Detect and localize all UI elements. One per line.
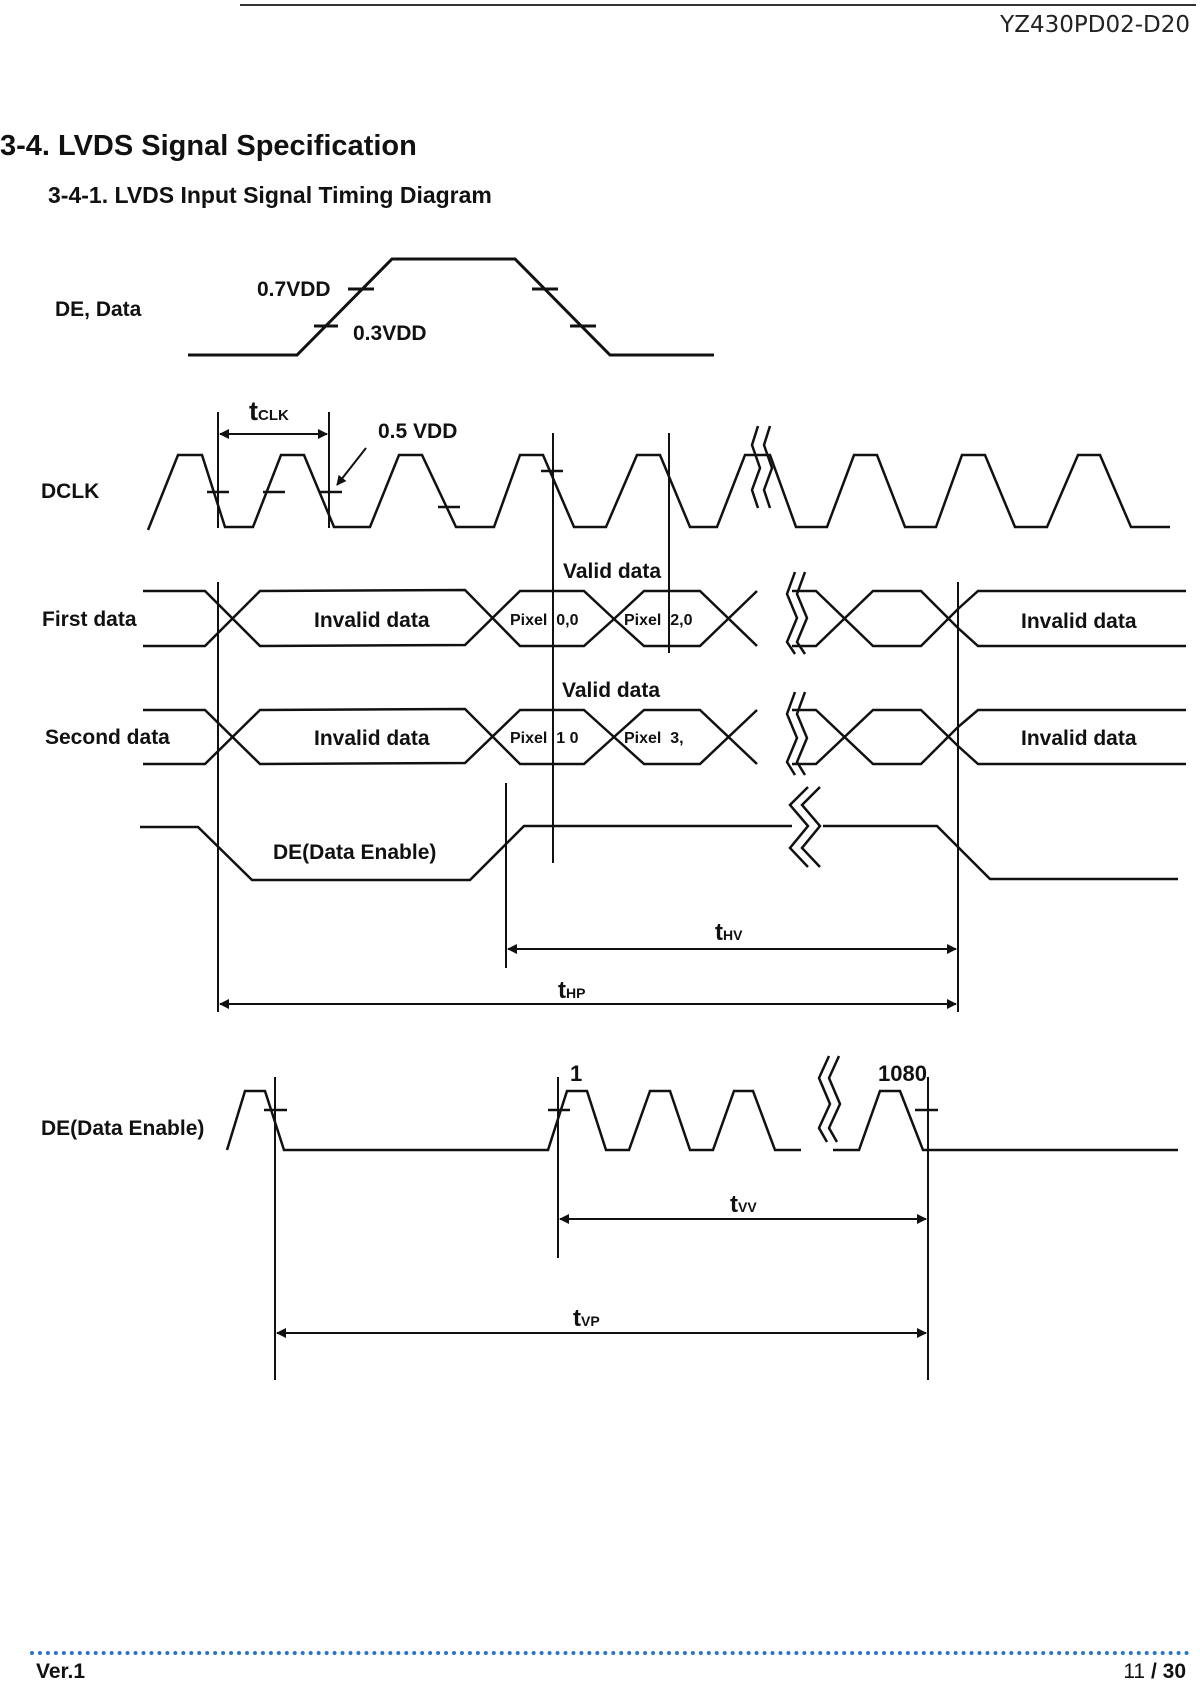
svg-text:tVP: tVP	[573, 1305, 600, 1332]
page-current: 11	[1123, 1660, 1146, 1683]
first-data-break-mark	[785, 571, 809, 655]
second-data-bus	[143, 707, 1186, 766]
first-data-bus	[143, 588, 1186, 648]
first-invalid-data-right: Invalid data	[1021, 610, 1137, 633]
second-invalid-data-right: Invalid data	[1021, 727, 1137, 750]
tvp-label: t	[573, 1305, 581, 1332]
second-data-break-mark	[785, 691, 809, 776]
svg-text:tCLK: tCLK	[249, 396, 289, 426]
thv-subscript: HV	[723, 927, 743, 943]
dclk-waveform	[146, 453, 1170, 531]
svg-text:tHV: tHV	[715, 919, 743, 946]
page-number: 11 / 30	[1123, 1660, 1186, 1684]
first-data-label: First data	[42, 608, 137, 631]
thp-subscript: HP	[566, 985, 585, 1001]
tvv-label: t	[730, 1191, 738, 1218]
de-break-mark	[788, 786, 822, 868]
tclk-label: t	[249, 396, 258, 426]
second-valid-data-label: Valid data	[562, 679, 660, 702]
second-data-label: Second data	[45, 726, 170, 749]
second-invalid-data-left: Invalid data	[314, 727, 430, 750]
de-data-enable-inner-label: DE(Data Enable)	[273, 841, 436, 864]
first-valid-data-label: Valid data	[563, 560, 661, 583]
tclk-subscript: CLK	[258, 407, 289, 424]
tvp-subscript: VP	[581, 1313, 600, 1329]
pixel-2-0-label: Pixel 2,0	[624, 612, 693, 629]
pixel-0-0-label: Pixel 0,0	[510, 612, 579, 629]
de-horizontal-waveform	[140, 824, 1178, 882]
header-rule	[240, 4, 1196, 6]
de-data-enable-label: DE(Data Enable)	[41, 1117, 204, 1140]
page-total: 30	[1162, 1660, 1186, 1683]
thp-label: t	[558, 977, 566, 1004]
footer-version: Ver.1	[36, 1660, 86, 1683]
de-data-label: DE, Data	[55, 298, 142, 321]
pixel-3-label: Pixel 3,	[624, 730, 684, 747]
line-last-label: 1080	[878, 1061, 927, 1086]
reference-lines	[217, 433, 959, 1012]
subsection-title: 3-4-1. LVDS Input Signal Timing Diagram	[48, 182, 492, 208]
page-separator: /	[1145, 1660, 1163, 1683]
dclk-label: DCLK	[41, 480, 99, 503]
document-id: YZ430PD02-D20	[1000, 12, 1190, 38]
line-first-label: 1	[570, 1061, 582, 1086]
svg-text:tHP: tHP	[558, 977, 585, 1004]
de-data-waveform	[188, 257, 714, 357]
vdd-07-label: 0.7VDD	[257, 278, 331, 301]
tvv-subscript: VV	[738, 1199, 757, 1215]
first-invalid-data-left: Invalid data	[314, 609, 430, 632]
thv-label: t	[715, 919, 723, 946]
svg-text:tVV: tVV	[730, 1191, 757, 1218]
de-vertical-break-mark	[817, 1055, 842, 1143]
pixel-1-0-label: Pixel 1 0	[510, 730, 579, 747]
footer-rule	[30, 1651, 1190, 1655]
vdd-03-label: 0.3VDD	[353, 322, 427, 345]
de-vertical-waveform	[225, 1089, 1178, 1152]
vdd-05-pointer	[336, 447, 367, 486]
section-title: 3-4. LVDS Signal Specification	[0, 130, 417, 162]
vdd-05-label: 0.5 VDD	[378, 420, 457, 443]
dclk-break-mark	[750, 425, 774, 509]
